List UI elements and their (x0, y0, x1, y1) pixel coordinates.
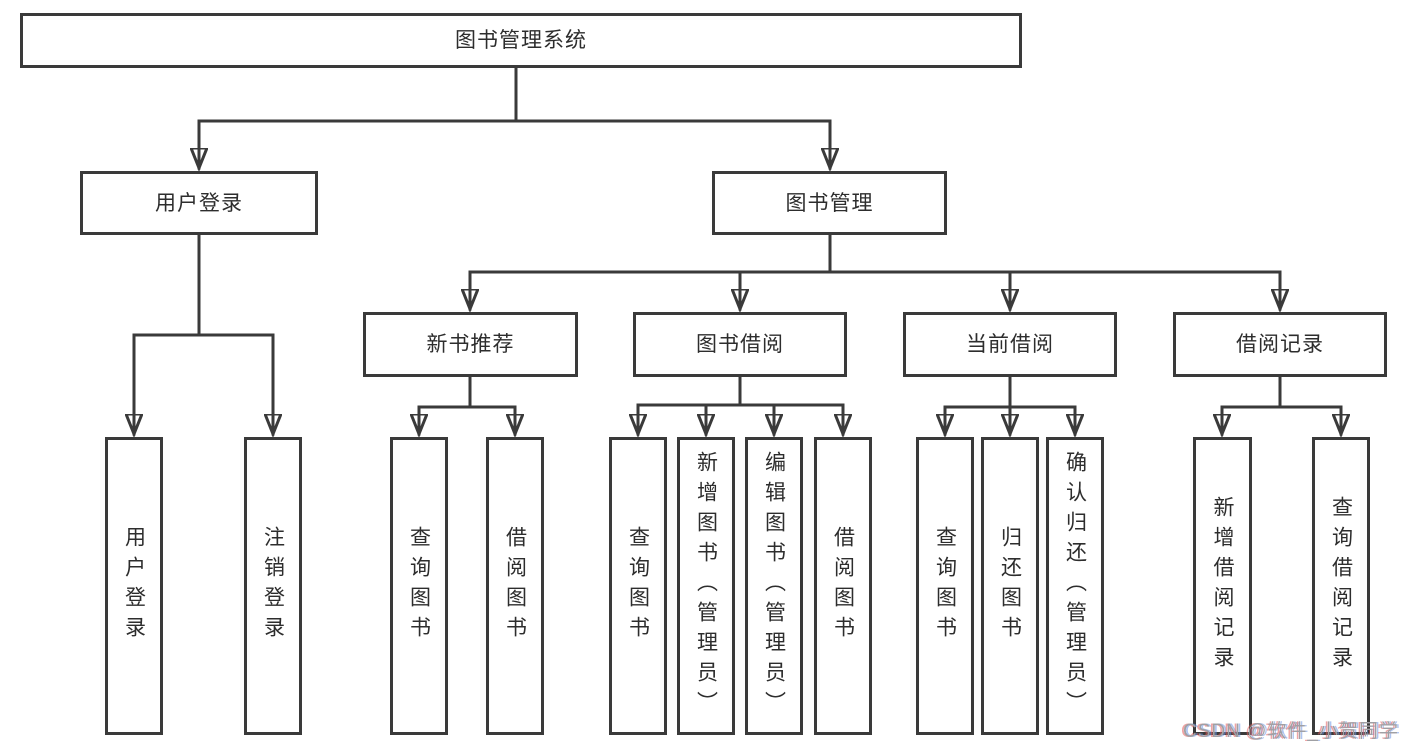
csdn-watermark: CSDN @软件_小贺同学 (1183, 721, 1399, 742)
leaf-logout: 注销登录 (244, 437, 302, 735)
node-system-root: 图书管理系统 (20, 13, 1022, 68)
leaf-query-books-borrow: 查询图书 (609, 437, 667, 735)
leaf-query-borrow-record: 查询借阅记录 (1312, 437, 1370, 735)
leaf-user-login: 用户登录 (105, 437, 163, 735)
node-user-login: 用户登录 (80, 171, 318, 235)
leaf-borrow-books-recommend: 借阅图书 (486, 437, 544, 735)
node-current-borrow: 当前借阅 (903, 312, 1117, 377)
leaf-add-borrow-record: 新增借阅记录 (1193, 437, 1252, 735)
node-new-book-recommend: 新书推荐 (363, 312, 578, 377)
leaf-return-books: 归还图书 (981, 437, 1039, 735)
node-book-management: 图书管理 (712, 171, 947, 235)
leaf-confirm-return-admin: 确认归还（管理员） (1046, 437, 1104, 735)
leaf-borrow-books-borrow: 借阅图书 (814, 437, 872, 735)
leaf-add-book-admin: 新增图书（管理员） (677, 437, 735, 735)
node-borrow-records: 借阅记录 (1173, 312, 1387, 377)
leaf-edit-book-admin: 编辑图书（管理员） (745, 437, 803, 735)
leaf-query-books-current: 查询图书 (916, 437, 974, 735)
leaf-query-books-recommend: 查询图书 (390, 437, 448, 735)
node-book-borrow: 图书借阅 (633, 312, 847, 377)
